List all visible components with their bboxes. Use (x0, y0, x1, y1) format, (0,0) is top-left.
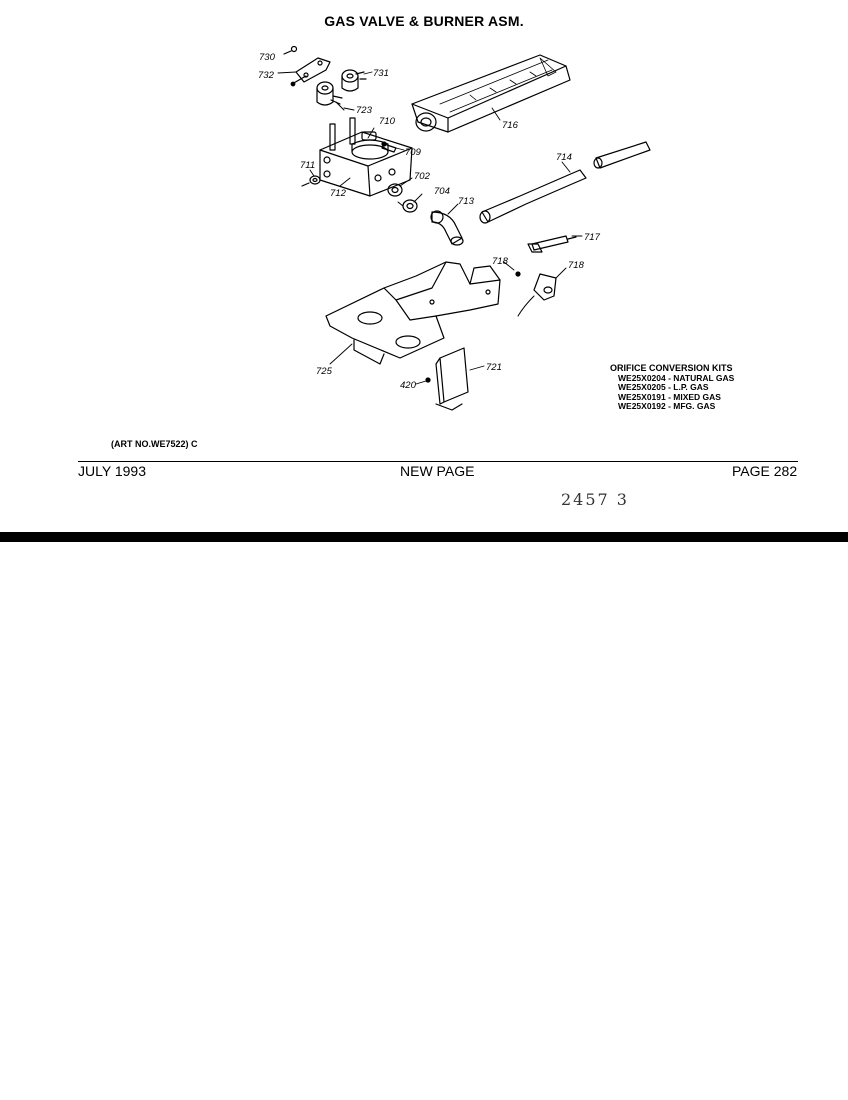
part-723-coil (316, 81, 345, 111)
footer-divider (78, 461, 798, 462)
part-711-nut (301, 175, 321, 187)
callout-710: 710 (379, 116, 396, 127)
part-702-fitting (387, 183, 403, 197)
footer-page-number: PAGE 282 (732, 463, 798, 479)
callout-712: 712 (330, 188, 347, 199)
callout-718-screw: 718 (492, 256, 509, 267)
callout-717: 717 (584, 232, 601, 243)
part-730-screw (283, 45, 298, 55)
kit-row: WE25X0204 - NATURAL GAS (618, 372, 735, 383)
part-713-elbow (430, 210, 464, 246)
part-709-fitting (381, 143, 397, 153)
callout-718-bracket: 718 (568, 260, 585, 271)
callout-723: 723 (356, 105, 373, 116)
callout-725: 725 (316, 366, 333, 377)
part-420-screw (425, 377, 431, 383)
callout-731: 731 (373, 68, 389, 79)
callout-711: 711 (300, 160, 315, 171)
callout-704: 704 (434, 186, 450, 197)
orifice-conversion-kits: ORIFICE CONVERSION KITS WE25X0204 - NATU… (610, 363, 735, 412)
callout-420: 420 (400, 380, 417, 391)
part-717-igniter (527, 235, 577, 253)
part-731-coil (341, 69, 367, 92)
part-718-bracket (517, 273, 557, 317)
part-710-regulator (351, 131, 389, 160)
callout-714: 714 (556, 152, 572, 163)
callout-721: 721 (486, 362, 502, 373)
part-725-mounting-bracket (325, 261, 501, 365)
kit-row: WE25X0192 - MFG. GAS (618, 401, 716, 411)
callout-732: 732 (258, 70, 275, 81)
part-718-screw (515, 271, 521, 277)
handwritten-note: 2457 3 (561, 490, 629, 509)
part-721-shield (435, 347, 469, 411)
scan-edge-bar (0, 532, 848, 542)
art-number: (ART NO.WE7522) C (111, 439, 198, 449)
footer-date: JULY 1993 (78, 463, 146, 479)
callout-702: 702 (414, 171, 431, 182)
part-714-tube-extension (593, 141, 651, 169)
kit-row: WE25X0191 - MIXED GAS (618, 391, 721, 402)
footer-new-page: NEW PAGE (400, 463, 475, 479)
kit-row: WE25X0205 - L.P. GAS (618, 382, 709, 392)
callout-716: 716 (502, 120, 519, 131)
page-title: GAS VALVE & BURNER ASM. (324, 13, 524, 29)
kits-title: ORIFICE CONVERSION KITS (610, 363, 733, 373)
part-732-bracket (290, 57, 331, 87)
part-716-burner (411, 54, 571, 133)
callout-730: 730 (259, 52, 276, 63)
callout-713: 713 (458, 196, 475, 207)
part-704-orifice (397, 199, 418, 213)
callout-709: 709 (405, 147, 422, 158)
leader-lines (277, 71, 583, 385)
part-714-tube (479, 169, 587, 224)
exploded-parts-diagram: 730 732 731 723 716 710 709 711 712 702 … (258, 45, 651, 411)
